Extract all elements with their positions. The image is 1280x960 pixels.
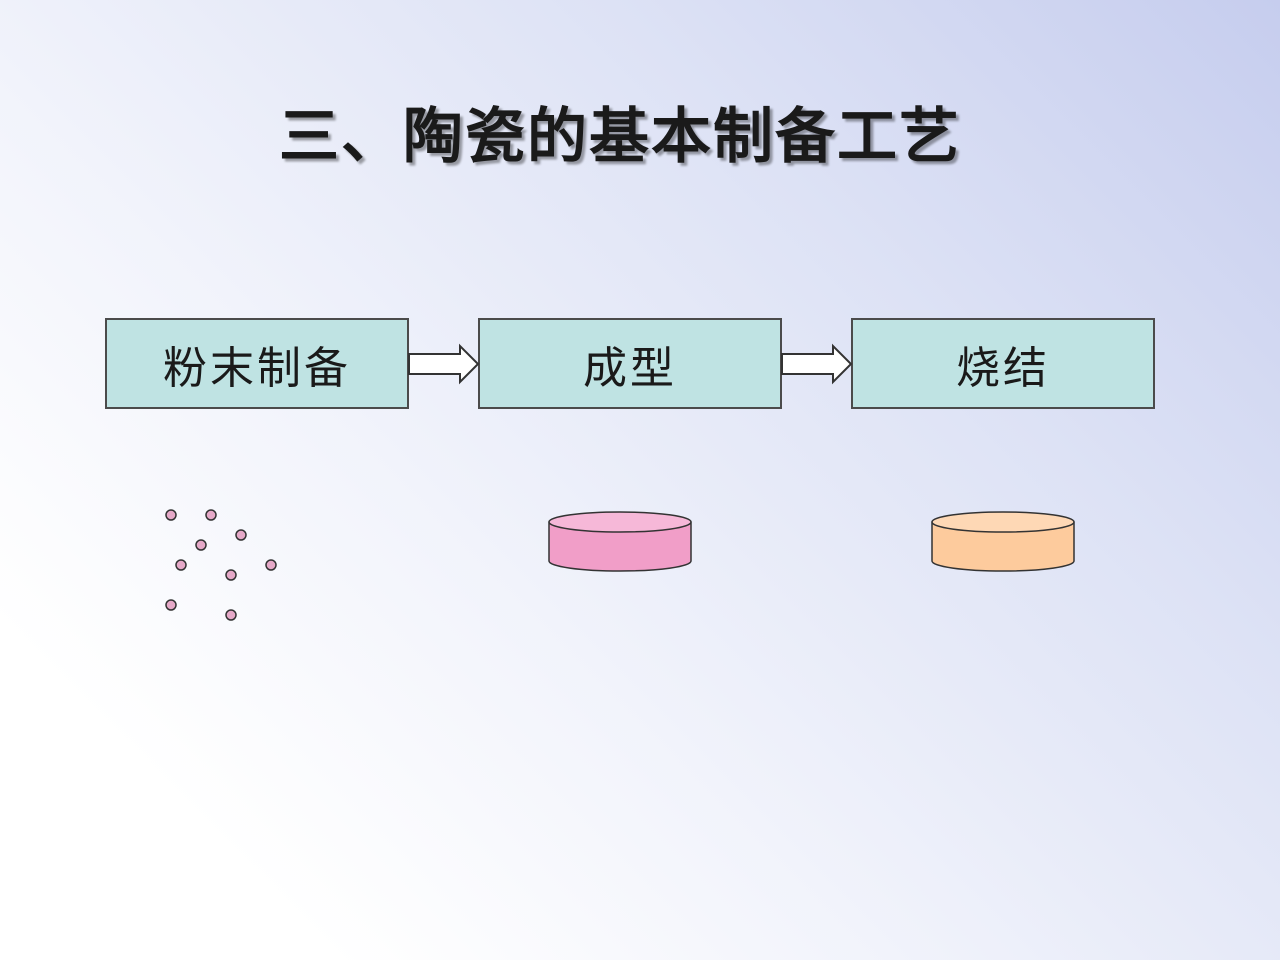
step-sintering: 烧结	[851, 318, 1155, 409]
powder-particle	[195, 539, 207, 551]
sintered-disk	[931, 511, 1075, 572]
powder-particle	[175, 559, 187, 571]
powder-particle	[225, 569, 237, 581]
arrow-right-icon	[408, 343, 480, 385]
powder-particle	[165, 599, 177, 611]
slide-title: 三、陶瓷的基本制备工艺	[279, 102, 961, 172]
powder-particle	[205, 509, 217, 521]
powder-particles	[165, 509, 277, 621]
formed-disk	[548, 511, 692, 572]
powder-particle	[225, 609, 237, 621]
step-powder-preparation: 粉末制备	[105, 318, 409, 409]
powder-particle	[165, 509, 177, 521]
powder-particle	[265, 559, 277, 571]
powder-particle	[235, 529, 247, 541]
arrow-right-icon	[781, 343, 853, 385]
